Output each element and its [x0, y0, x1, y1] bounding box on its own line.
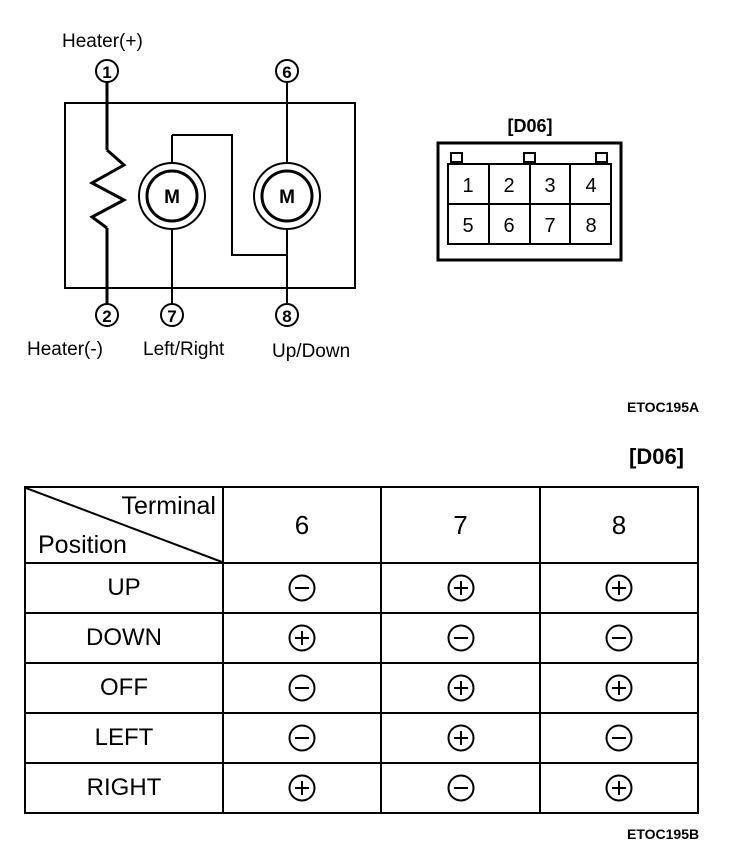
polarity-cell: [222, 712, 382, 764]
figure-code-b: ETOC195B: [627, 826, 700, 842]
connector-pin-5: 5: [462, 215, 473, 237]
minus-circle-icon: [446, 623, 476, 653]
up-down-motor-inner: [260, 169, 314, 223]
polarity-cell: [380, 762, 541, 814]
table-row: DOWN: [24, 612, 699, 664]
plus-circle-icon: [287, 623, 317, 653]
left-right-motor-letter: M: [164, 187, 180, 208]
table-row: LEFT: [24, 712, 699, 764]
table-row: RIGHT: [24, 762, 699, 814]
connector-latch-middle: [523, 152, 536, 163]
minus-circle-icon: [604, 723, 634, 753]
terminal-header-8: 8: [539, 486, 699, 564]
terminal-2-circle: [95, 303, 119, 327]
connector-latch-left: [450, 152, 463, 163]
plus-circle-icon: [287, 773, 317, 803]
switch-housing: [64, 102, 356, 289]
polarity-cell: [539, 712, 699, 764]
minus-circle-icon: [604, 623, 634, 653]
heater-resistor: [88, 148, 128, 230]
up-down-motor-letter: M: [279, 187, 295, 208]
polarity-cell: [380, 712, 541, 764]
heater-negative-label: Heater(-): [27, 339, 104, 360]
connector-pin-4: 4: [585, 175, 596, 197]
table-corner-cell: Terminal Position: [24, 486, 224, 564]
common-wire: [172, 134, 287, 256]
terminal-1-circle: [95, 59, 119, 83]
up-down-label: Up/Down: [272, 341, 351, 362]
terminal-6-number: 6: [282, 63, 291, 82]
connector-pin-8: 8: [585, 215, 596, 237]
position-cell: DOWN: [24, 612, 224, 664]
plus-circle-icon: [604, 573, 634, 603]
table-connector-title: [D06]: [629, 444, 685, 469]
connector-pin-3: 3: [544, 175, 555, 197]
minus-circle-icon: [446, 773, 476, 803]
connector-pin-6: 6: [503, 215, 514, 237]
corner-position-label: Position: [38, 531, 127, 559]
minus-circle-icon: [287, 573, 317, 603]
connector-pin-7: 7: [544, 215, 555, 237]
connector-pin-1: 1: [462, 175, 473, 197]
position-cell: OFF: [24, 662, 224, 714]
wiring-schematic: 1 6 2 7 8 M M [D06] 1 2 3 4 5 6 7 8: [64, 59, 623, 327]
minus-circle-icon: [287, 673, 317, 703]
position-cell: UP: [24, 562, 224, 614]
connector-title: [D06]: [507, 116, 552, 136]
connector-latch-right: [595, 152, 608, 163]
terminal-8-circle: [275, 303, 299, 327]
figure-code-a: ETOC195A: [627, 399, 700, 415]
corner-terminal-label: Terminal: [121, 492, 216, 520]
terminal-header-6: 6: [222, 486, 382, 564]
connector-pin-2: 2: [503, 175, 514, 197]
polarity-cell: [222, 562, 382, 614]
polarity-cell: [380, 562, 541, 614]
corner-diagonal-line: [26, 488, 222, 562]
plus-circle-icon: [604, 773, 634, 803]
terminal-6-circle: [275, 59, 299, 83]
position-cell: RIGHT: [24, 762, 224, 814]
plus-circle-icon: [604, 673, 634, 703]
polarity-cell: [380, 612, 541, 664]
polarity-cell: [222, 612, 382, 664]
terminal-1-number: 1: [102, 63, 111, 82]
left-right-motor-inner: [145, 169, 199, 223]
polarity-cell: [222, 762, 382, 814]
polarity-cell: [539, 562, 699, 614]
polarity-cell: [539, 762, 699, 814]
table-header-row: Terminal Position 6 7 8: [24, 486, 699, 564]
terminal-2-number: 2: [102, 307, 111, 326]
plus-circle-icon: [446, 723, 476, 753]
terminal-header-7: 7: [380, 486, 541, 564]
position-cell: LEFT: [24, 712, 224, 764]
terminal-8-number: 8: [282, 307, 291, 326]
left-right-label: Left/Right: [143, 339, 225, 360]
table-row: UP: [24, 562, 699, 614]
polarity-cell: [222, 662, 382, 714]
polarity-cell: [539, 612, 699, 664]
polarity-cell: [380, 662, 541, 714]
minus-circle-icon: [287, 723, 317, 753]
heater-positive-label: Heater(+): [62, 31, 143, 52]
plus-circle-icon: [446, 573, 476, 603]
plus-circle-icon: [446, 673, 476, 703]
terminal-7-number: 7: [167, 307, 176, 326]
polarity-cell: [539, 662, 699, 714]
terminal-7-circle: [160, 303, 184, 327]
table-row: OFF: [24, 662, 699, 714]
